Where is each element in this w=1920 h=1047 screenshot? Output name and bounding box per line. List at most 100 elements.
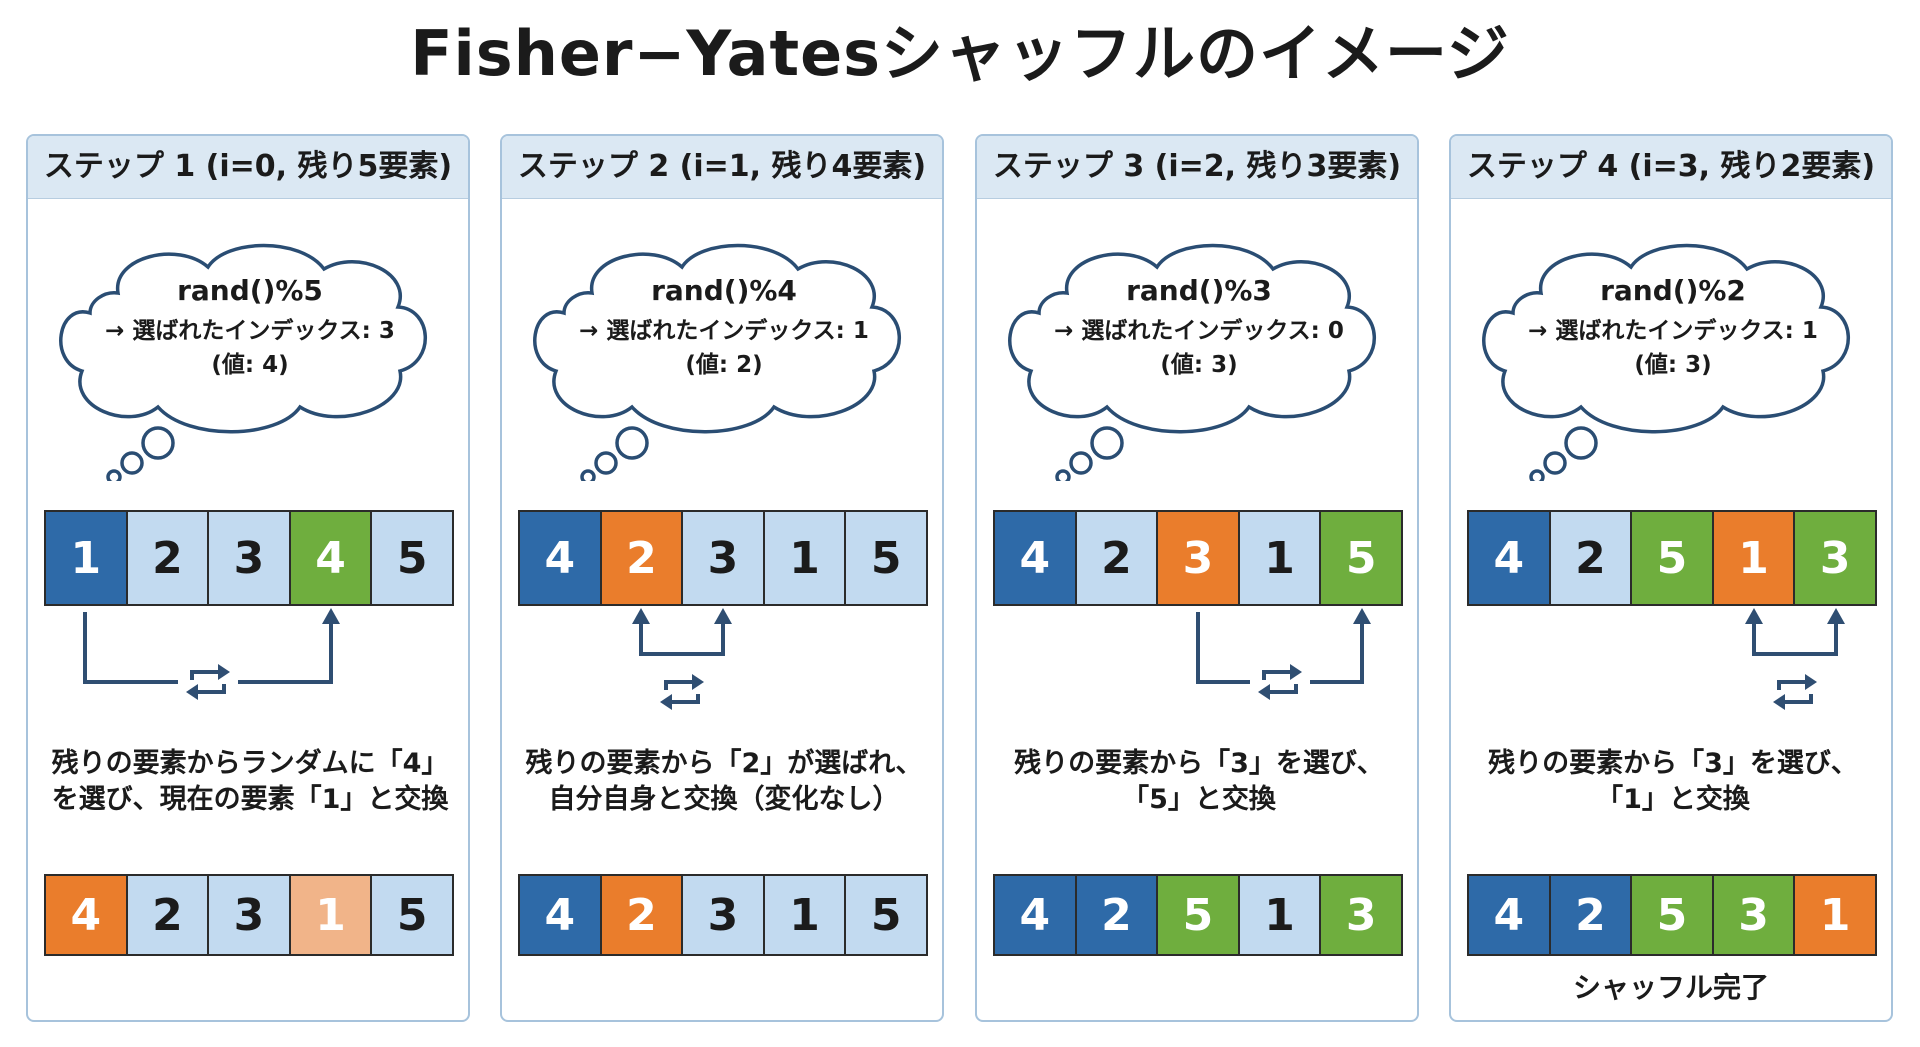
selected-value: (値: 3) (1160, 352, 1238, 378)
selected-index: → 選ばれたインデックス: 1 (579, 318, 869, 344)
step-header: ステップ 2 (i=1, 残り4要素) (502, 136, 942, 199)
thought-bubble-dot (1529, 469, 1545, 481)
thought-bubble-dot (1543, 451, 1567, 475)
swap-cycle-icon (660, 674, 704, 710)
swap-cycle-icon (1250, 660, 1310, 704)
selected-index: → 選ばれたインデックス: 3 (105, 318, 395, 344)
array-cell: 1 (46, 512, 128, 604)
swap-cycle-icon (178, 660, 238, 704)
array-cell: 1 (1795, 876, 1875, 954)
array-cell: 4 (46, 876, 128, 954)
description-line: 残りの要素から「2」が選ばれ、 (525, 748, 923, 779)
thought-cloud (533, 243, 901, 481)
array-cell: 5 (372, 876, 452, 954)
array-cell: 4 (1469, 512, 1551, 604)
thought-cloud (59, 243, 427, 481)
thought-bubble-dot (580, 469, 596, 481)
step-panel: ステップ 4 (i=3, 残り2要素) rand()%2 → 選ばれたインデックス:… (1449, 134, 1893, 1022)
thought-bubble-dot (106, 469, 122, 481)
rand-expression: rand()%2 (1600, 274, 1746, 307)
array-cell: 3 (683, 512, 765, 604)
selected-value: (値: 3) (1634, 352, 1712, 378)
selected-index: → 選ばれたインデックス: 0 (1054, 318, 1344, 344)
swap-cycle-icon (1773, 674, 1817, 710)
array-cell: 5 (846, 876, 926, 954)
swap-arrow (1196, 608, 1371, 704)
array-cell: 1 (1239, 876, 1322, 954)
array-cell: 2 (1550, 876, 1633, 954)
thought-bubble-dot (1069, 451, 1093, 475)
array-cell: 5 (1321, 512, 1401, 604)
array-cell: 5 (1158, 876, 1240, 954)
array-cell: 2 (601, 876, 684, 954)
description-line: 残りの要素から「3」を選び、 (1488, 748, 1858, 779)
step-description: 残りの要素から「3」を選び、「5」と交換 (987, 746, 1411, 818)
step-panel: ステップ 1 (i=0, 残り5要素) rand()%5 → 選ばれたインデックス:… (26, 134, 470, 1022)
description-line: 「1」と交換 (1596, 784, 1750, 815)
array-cell: 4 (995, 876, 1077, 954)
thought-bubble-dot (1055, 469, 1071, 481)
step-header: ステップ 4 (i=3, 残り2要素) (1451, 136, 1891, 199)
selected-value: (値: 2) (685, 352, 763, 378)
step-description: 残りの要素から「3」を選び、「1」と交換 (1461, 746, 1885, 818)
array-cell: 5 (372, 512, 452, 604)
array-cell: 5 (1632, 512, 1714, 604)
swap-arrow (83, 608, 340, 704)
array-cell: 3 (209, 876, 291, 954)
array-cell: 1 (1713, 512, 1796, 604)
description-line: を選び、現在の要素「1」と交換 (51, 784, 449, 815)
description-line: 残りの要素から「3」を選び、 (1014, 748, 1384, 779)
array-cell: 4 (1469, 876, 1551, 954)
array-cell: 2 (1076, 876, 1159, 954)
swap-arrow (632, 608, 732, 710)
array-cell: 3 (209, 512, 291, 604)
thought-bubble-dot (1090, 426, 1124, 460)
rand-expression: rand()%5 (177, 274, 323, 307)
thought-bubble-dot (594, 451, 618, 475)
array-cell: 2 (1550, 512, 1633, 604)
selected-value: (値: 4) (211, 352, 289, 378)
array-cell: 3 (1713, 876, 1796, 954)
array-cell: 3 (1795, 512, 1875, 604)
array-cell: 1 (1239, 512, 1322, 604)
thought-cloud (1482, 243, 1850, 481)
array-cell: 4 (995, 512, 1077, 604)
rand-expression: rand()%3 (1126, 274, 1272, 307)
array-cell: 1 (764, 512, 847, 604)
array-cell: 2 (127, 876, 210, 954)
selected-index: → 選ばれたインデックス: 1 (1528, 318, 1818, 344)
swap-arrow (1745, 608, 1845, 710)
description-line: 「5」と交換 (1122, 784, 1276, 815)
page-title: Fisher−Yatesシャッフルのイメージ (410, 17, 1510, 90)
description-line: 残りの要素からランダムに「4」 (51, 748, 449, 779)
array-cell: 5 (1632, 876, 1714, 954)
array-cell: 1 (290, 876, 373, 954)
array-cell: 1 (764, 876, 847, 954)
thought-cloud (1008, 243, 1376, 481)
step-description: 残りの要素から「2」が選ばれ、自分自身と交換（変化なし） (512, 746, 936, 818)
array-cell: 4 (290, 512, 373, 604)
thought-bubble-dot (1564, 426, 1598, 460)
step-panel: ステップ 2 (i=1, 残り4要素) rand()%4 → 選ばれたインデックス:… (500, 134, 944, 1022)
description-line: 自分自身と交換（変化なし） (548, 784, 900, 815)
array-cell: 2 (1076, 512, 1159, 604)
rand-expression: rand()%4 (651, 274, 797, 307)
step-header: ステップ 3 (i=2, 残り3要素) (977, 136, 1417, 199)
thought-bubble-dot (615, 426, 649, 460)
shuffle-complete-label: シャッフル完了 (1572, 971, 1769, 1004)
step-header: ステップ 1 (i=0, 残り5要素) (28, 136, 468, 199)
array-cell: 3 (683, 876, 765, 954)
thought-bubble-dot (120, 451, 144, 475)
array-cell: 4 (520, 876, 602, 954)
array-cell: 2 (601, 512, 684, 604)
array-cell: 3 (1321, 876, 1401, 954)
array-cell: 2 (127, 512, 210, 604)
array-cell: 4 (520, 512, 602, 604)
thought-bubble-dot (141, 426, 175, 460)
